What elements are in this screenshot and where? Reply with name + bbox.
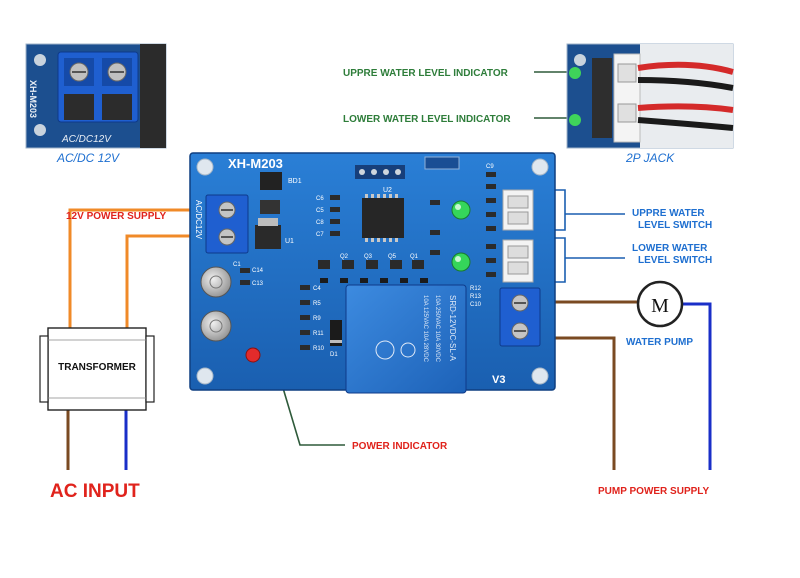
svg-text:R11: R11: [313, 331, 324, 337]
lower-switch-bracket: [555, 237, 566, 283]
ac-input-label: AC INPUT: [50, 481, 140, 502]
lower-led-photo: [569, 114, 581, 126]
pump-terminal-block: [499, 287, 541, 347]
power-wire-2: [125, 234, 193, 330]
board-terminal-label: AC/DC12V: [194, 200, 203, 240]
relay: [345, 284, 467, 394]
svg-text:M: M: [651, 295, 669, 317]
power-supply-label: 12V POWER SUPPLY: [66, 211, 167, 222]
svg-text:U1: U1: [285, 238, 294, 245]
svg-text:C14: C14: [252, 268, 264, 274]
wires: [66, 71, 712, 470]
inset-jack-photo: [566, 43, 734, 149]
power-led: [245, 347, 261, 363]
transistor-row: [318, 260, 424, 269]
lower-switch-label-line2: LEVEL SWITCH: [638, 255, 712, 266]
svg-text:C4: C4: [313, 286, 321, 292]
inset-left-caption: AC/DC 12V: [56, 151, 120, 165]
board-model: XH-M203: [228, 156, 283, 171]
lower-switch-label-line1: LOWER WATER: [632, 243, 708, 254]
svg-text:C9: C9: [486, 164, 494, 170]
upper-level-led: [451, 200, 471, 220]
voltage-regulator: [255, 225, 281, 249]
board-u3-label: V3: [492, 374, 505, 386]
svg-text:C10: C10: [470, 302, 482, 308]
power-indicator-leader: [282, 387, 345, 446]
electrolytic-capacitor: [200, 310, 232, 342]
pump-wire-blue: [682, 302, 712, 470]
inset-terminal-photo: XH-M203 AC/DC12V: [25, 43, 167, 149]
controller-ic: [362, 198, 404, 238]
svg-text:Q1: Q1: [410, 254, 419, 260]
inset-board-model: XH-M203: [28, 80, 38, 118]
svg-text:Q3: Q3: [364, 254, 373, 260]
relay-model: SRD-12VDC-SL-A: [448, 295, 457, 361]
svg-text:C6: C6: [316, 196, 324, 202]
motor-icon: M: [636, 280, 684, 328]
svg-text:10A 125VAC 10A 28VDC: 10A 125VAC 10A 28VDC: [422, 295, 428, 363]
svg-text:R5: R5: [313, 301, 321, 307]
svg-text:C1: C1: [233, 262, 241, 268]
svg-text:R12: R12: [470, 286, 482, 292]
svg-text:10A 250VAC 10A 30VDC: 10A 250VAC 10A 30VDC: [434, 295, 440, 363]
svg-text:C13: C13: [252, 281, 264, 287]
svg-text:C5: C5: [316, 208, 324, 214]
transformer-label: TRANSFORMER: [58, 362, 137, 373]
inset-terminal-text: AC/DC12V: [61, 134, 112, 145]
transformer: TRANSFORMER: [39, 327, 155, 411]
bridge-rectifier: [260, 172, 282, 190]
power-terminal-block: [205, 194, 249, 254]
pump-power-supply-label: PUMP POWER SUPPLY: [598, 486, 709, 497]
svg-text:D1: D1: [330, 352, 338, 358]
inset-right-caption: 2P JACK: [625, 151, 675, 165]
upper-switch-label-line1: UPPRE WATER: [632, 208, 705, 219]
power-wire-1: [68, 208, 193, 330]
upper-switch-bracket: [555, 189, 566, 231]
svg-text:C7: C7: [316, 232, 324, 238]
lower-level-led: [451, 252, 471, 272]
svg-text:R13: R13: [470, 294, 482, 300]
electrolytic-capacitor: [200, 266, 232, 298]
water-pump-label: WATER PUMP: [626, 337, 693, 348]
upper-switch-label-line2: LEVEL SWITCH: [638, 220, 712, 231]
svg-text:C8: C8: [316, 220, 324, 226]
svg-text:R10: R10: [313, 346, 325, 352]
lower-indicator-label: LOWER WATER LEVEL INDICATOR: [343, 114, 511, 125]
svg-text:BD1: BD1: [288, 178, 302, 185]
power-indicator-label: POWER INDICATOR: [352, 441, 448, 452]
upper-led-photo: [569, 67, 581, 79]
svg-text:Q2: Q2: [340, 254, 349, 260]
pcb-board: XH-M203 AC/DC12V BD1 U1 U2: [189, 152, 556, 394]
upper-indicator-label: UPPRE WATER LEVEL INDICATOR: [343, 68, 509, 79]
svg-text:R9: R9: [313, 316, 321, 322]
diode: [330, 320, 342, 346]
svg-text:Q5: Q5: [388, 254, 397, 260]
pump-wire-bottom: [555, 336, 616, 470]
svg-text:U2: U2: [383, 187, 392, 194]
